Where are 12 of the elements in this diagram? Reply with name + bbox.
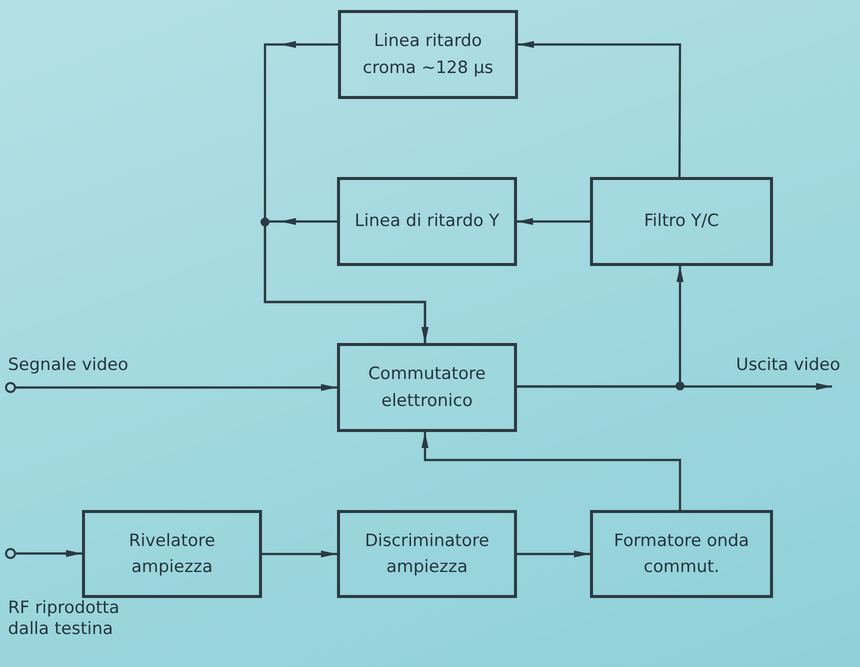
output-label: Uscita video bbox=[736, 354, 858, 392]
block-box: Linea di ritardo Y bbox=[337, 177, 517, 266]
block-box: Rivelatore ampiezza bbox=[82, 510, 262, 598]
terminal-label: Segnale video bbox=[8, 354, 130, 377]
block-box: Filtro Y/C bbox=[590, 177, 773, 266]
terminal-circle bbox=[5, 382, 16, 393]
block-box: Linea ritardo croma ~128 µs bbox=[338, 10, 518, 99]
block-box: Discriminatore ampiezza bbox=[337, 510, 517, 598]
input-label: RF riprodotta dalla testina bbox=[8, 598, 120, 640]
terminal-circle bbox=[5, 548, 16, 559]
block-box: Formatore onda commut. bbox=[590, 510, 773, 598]
block-box: Commutatore elettronico bbox=[337, 343, 517, 432]
